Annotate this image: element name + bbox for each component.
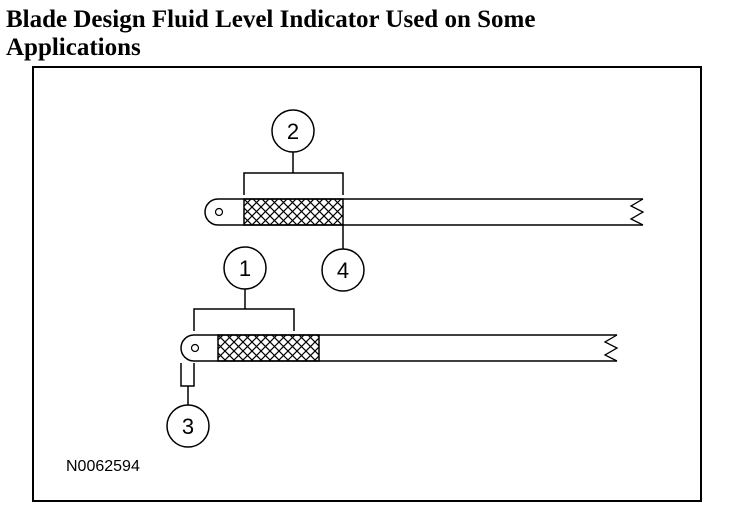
upper-blade-hatched-range — [243, 198, 344, 226]
lower-blade-hole — [190, 343, 200, 353]
callout-3: 3 — [166, 404, 210, 448]
lower-blade-hatched-range — [217, 334, 320, 362]
callout-2: 2 — [271, 109, 315, 153]
title-line-1: Blade Design Fluid Level Indicator Used … — [6, 6, 536, 33]
diagram-title: Blade Design Fluid Level Indicator Used … — [6, 6, 726, 62]
callout-3-bracket — [180, 363, 195, 405]
upper-blade-hole — [214, 207, 224, 217]
callout-2-label: 2 — [287, 119, 299, 144]
diagram-frame — [32, 66, 702, 502]
reference-number: N0062594 — [66, 458, 140, 475]
callout-4: 4 — [321, 248, 365, 292]
callout-1: 1 — [223, 246, 267, 290]
callout-1-bracket — [193, 289, 295, 331]
callout-1-label: 1 — [239, 256, 251, 281]
callout-3-label: 3 — [182, 414, 194, 439]
upper-blade — [204, 198, 645, 226]
callout-4-label: 4 — [337, 258, 349, 283]
lower-blade-break-mark — [603, 334, 619, 362]
upper-blade-break-mark — [629, 198, 645, 226]
title-line-2: Applications — [6, 34, 141, 61]
callout-2-bracket — [243, 152, 344, 195]
lower-blade — [180, 334, 619, 362]
